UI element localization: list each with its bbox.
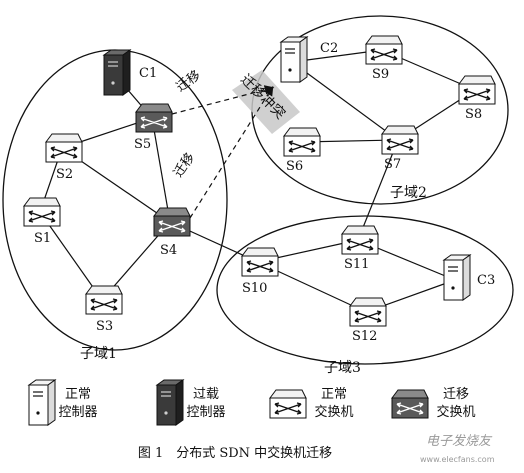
switch-label: S10: [242, 281, 267, 296]
controller-c1: C1: [102, 49, 157, 96]
controller-icon: [27, 379, 57, 426]
switch-s5: S5: [134, 103, 173, 152]
domain-label: 子域1: [80, 346, 117, 362]
switch-label: S9: [372, 67, 389, 82]
switch-s11: S11: [341, 225, 379, 272]
link-line: [151, 117, 171, 223]
switch-s4: S4: [153, 207, 191, 258]
link-line: [291, 61, 399, 141]
switch-icon: [381, 125, 419, 155]
legend-label: 控制器: [58, 405, 97, 420]
switch-label: S6: [286, 159, 303, 174]
switch-icon: [85, 285, 123, 315]
switch-icon: [458, 75, 496, 105]
switch-label: S11: [344, 257, 369, 272]
switch-icon: [23, 197, 61, 227]
controller-c3: C3: [442, 254, 495, 301]
overloaded-controller-icon: [102, 49, 132, 96]
controller-label: C2: [320, 41, 338, 56]
controller-icon: [442, 254, 472, 301]
switch-s3: S3: [85, 285, 123, 334]
domains-layer: [2, 15, 514, 365]
switch-icon: [365, 35, 403, 65]
migration-label: 迁移: [174, 68, 204, 95]
switch-label: S3: [96, 319, 113, 334]
switch-s6: S6: [283, 127, 321, 174]
switch-label: S7: [384, 157, 401, 172]
switch-icon: [45, 133, 83, 163]
switch-s8: S8: [458, 75, 496, 122]
legend-label: 交换机: [436, 404, 475, 420]
legend-label: 正常: [65, 387, 91, 402]
controller-label: C1: [139, 66, 157, 81]
watermark-text: 电子发烧友: [426, 434, 492, 449]
watermark-url: www.elecfans.com: [420, 455, 495, 464]
migration-conflict-band: [232, 70, 300, 134]
controller-c2: C2: [279, 36, 338, 83]
switch-icon: [135, 103, 173, 133]
switch-icon: [269, 389, 307, 419]
link-line: [39, 211, 103, 301]
switch-label: S8: [465, 107, 482, 122]
legend-label: 迁移: [443, 387, 469, 402]
switch-s9: S9: [365, 35, 403, 82]
figure-caption: 图 1 分布式 SDN 中交换机迁移: [137, 446, 333, 461]
switch-label: S5: [134, 137, 151, 152]
legend-label: 交换机: [314, 404, 353, 420]
switch-s10: S10: [241, 247, 279, 296]
switch-label: S12: [352, 329, 377, 344]
switch-icon: [283, 127, 321, 157]
switch-icon: [153, 207, 191, 237]
legend-label: 过载: [193, 387, 219, 402]
switch-icon: [241, 247, 279, 277]
controller-icon: [279, 36, 309, 83]
switch-icon: [349, 297, 387, 327]
switch-icon: [341, 225, 379, 255]
overloaded-controller-icon: [155, 379, 185, 426]
domain-label: 子域2: [390, 185, 427, 201]
legend-label: 控制器: [186, 405, 225, 420]
switch-icon: [391, 389, 429, 419]
legend-label: 正常: [321, 387, 347, 402]
switch-label: S1: [34, 231, 51, 246]
switch-label: S2: [56, 167, 73, 182]
migration-label: 迁移: [171, 150, 198, 180]
switch-label: S4: [160, 243, 177, 258]
switch-s1: S1: [23, 197, 61, 246]
domain-label: 子域3: [324, 360, 361, 376]
switch-s12: S12: [349, 297, 387, 344]
link-line: [357, 139, 399, 241]
controller-label: C3: [477, 273, 495, 288]
migration-arrow: [189, 85, 274, 219]
domain-3-boundary: [216, 215, 514, 365]
switch-s2: S2: [45, 133, 83, 182]
switch-s7: S7: [381, 125, 419, 172]
